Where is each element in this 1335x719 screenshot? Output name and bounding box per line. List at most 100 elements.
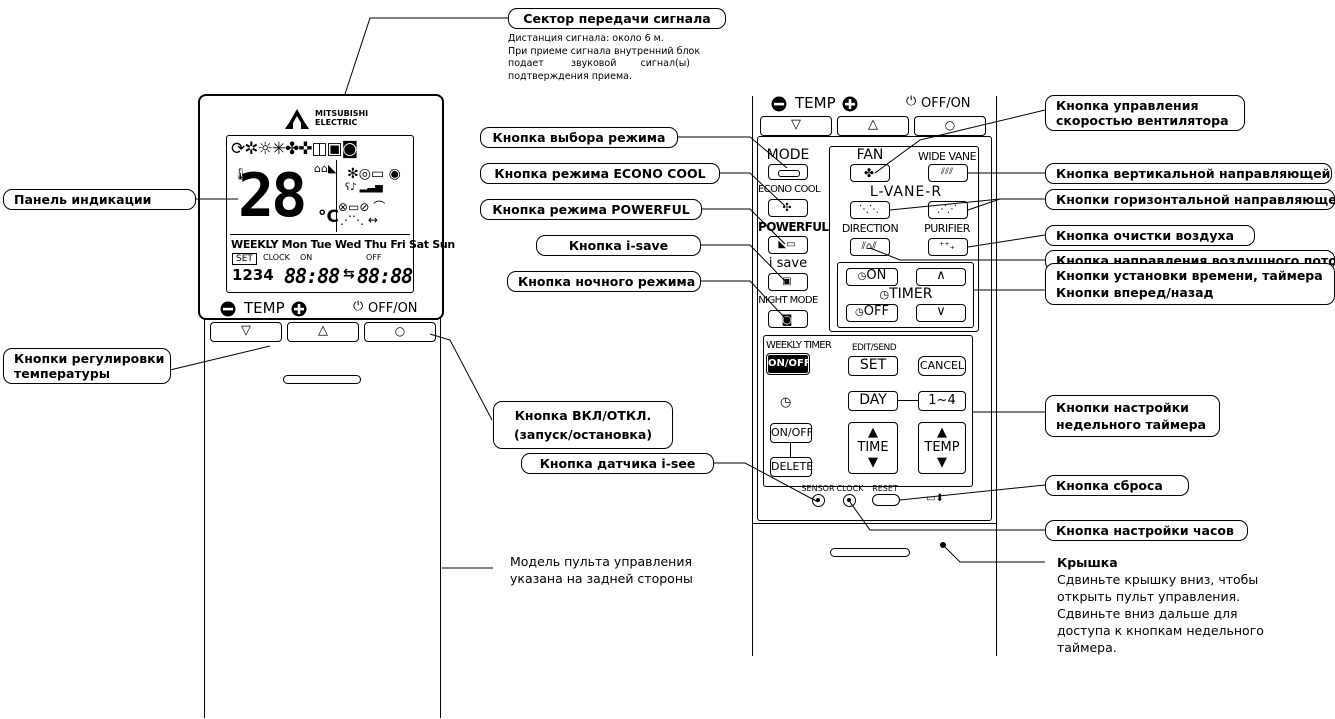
temp-up-button[interactable]: △ — [287, 322, 359, 342]
set-label: SET — [859, 357, 887, 373]
clock-button[interactable] — [843, 494, 856, 507]
wide-vane-icon: ⫽⫽⫽ — [940, 167, 954, 177]
weekly-onoff-button[interactable]: ON/OFF — [766, 353, 811, 375]
isave-label: i save — [768, 256, 808, 271]
temp-down-arrow-icon: ▼ — [937, 455, 947, 470]
timer-up-button[interactable]: ∧ — [916, 268, 966, 286]
callout-timer-line-2: Кнопки вперед/назад — [1056, 285, 1214, 300]
cover-note-line-4: доступа к кнопкам недельного — [1057, 623, 1264, 638]
mode-label: MODE — [766, 147, 810, 163]
lvane-label: L-VANE-R — [869, 184, 943, 200]
lvane-left-button[interactable]: ⋱⋱ — [850, 201, 890, 219]
callout-weekly-line-2: недельного таймера — [1056, 417, 1206, 432]
mode-bar-icon — [778, 170, 800, 177]
reset-button[interactable] — [872, 494, 900, 506]
right-temp-up-symbol: △ — [868, 117, 878, 132]
lvane-right-icon: ⋰⋰ — [937, 204, 957, 215]
range-button[interactable]: 1~4 — [918, 391, 966, 411]
temp-down-button[interactable]: ▽ — [210, 322, 282, 342]
model-note: Модель пульта управления указана на задн… — [510, 553, 693, 587]
econo-button[interactable]: ✣ — [768, 199, 808, 217]
right-minus-icon — [771, 96, 787, 112]
cover-note-line-1: Сдвиньте крышку вниз, чтобы — [1057, 572, 1259, 587]
right-remote-inner — [757, 136, 992, 521]
timer-on-label: ON — [866, 268, 887, 283]
right-remote-cover-edge — [752, 523, 997, 525]
right-temp-up-button[interactable]: △ — [837, 116, 909, 136]
lcd-temperature: 28 — [238, 161, 307, 231]
power-symbol-icon: ⏻ — [353, 299, 364, 314]
lcd-arrow: ⇆ — [343, 266, 355, 282]
temp-weekly-button[interactable]: ▲ TEMP ▼ — [918, 422, 966, 474]
timer-down-symbol: ∨ — [936, 304, 946, 319]
signal-note: Дистанция сигнала: около 6 м. При приеме… — [508, 33, 708, 83]
purifier-button[interactable]: ⁺⁺₊ — [928, 238, 968, 256]
fan-button[interactable]: ✤ — [850, 164, 890, 182]
cancel-label: CANCEL — [919, 359, 965, 372]
timer-off-button[interactable]: ◷OFF — [846, 304, 898, 322]
sensor-label: SENSOR — [801, 484, 835, 493]
wide-vane-button[interactable]: ⫽⫽⫽ — [928, 164, 968, 182]
thermometer-icon: 🌡︎ — [233, 167, 249, 181]
lcd-vane-icons-2: ⋰⋱ ↔ — [340, 213, 378, 227]
callout-clock: Кнопка настройки часов — [1045, 520, 1248, 541]
set-button[interactable]: SET — [848, 356, 898, 376]
weekly-clock-icon: ◷ — [780, 395, 792, 410]
mode-button[interactable] — [768, 164, 808, 180]
right-power-symbol-icon: ⏻ — [906, 94, 917, 109]
callout-isee: Кнопка датчика i-see — [521, 453, 714, 474]
fan-icon: ✤ — [863, 166, 875, 180]
fan-label: FAN — [856, 147, 884, 163]
temp-up-symbol: △ — [318, 323, 328, 338]
lcd-program-digits: 1234 — [232, 266, 274, 284]
callout-onoff-line-1: Кнопка ВКЛ/ОТКЛ. — [514, 408, 652, 423]
weekly-box — [763, 335, 973, 487]
lcd-house-icons: ⌂⌂◣ — [314, 162, 337, 175]
timer-label: TIMER — [889, 286, 933, 302]
direction-icon: ⫽⌂⫽ — [861, 241, 877, 252]
powerful-button[interactable]: ◣▭ — [768, 236, 808, 254]
time-down-arrow-icon: ▼ — [868, 455, 878, 470]
purifier-icon: ⁺⁺₊ — [939, 241, 955, 252]
timer-off-icon: ◷ — [855, 307, 864, 318]
callout-purifier: Кнопка очистки воздуха — [1045, 225, 1255, 246]
delete-button[interactable]: DELETE — [770, 457, 813, 477]
cancel-button[interactable]: CANCEL — [918, 356, 966, 376]
purifier-label: PURIFIER — [924, 222, 970, 235]
signal-note-line-1: Дистанция сигнала: около 6 м. — [508, 33, 664, 44]
lcd-divider-h — [230, 234, 410, 235]
sensor-button[interactable] — [812, 494, 825, 507]
power-button[interactable]: ○ — [364, 322, 436, 342]
timer-down-button[interactable]: ∨ — [916, 304, 966, 322]
right-power-button[interactable]: ○ — [914, 116, 986, 136]
day-button[interactable]: DAY — [848, 391, 898, 411]
weekly-small-onoff-button[interactable]: ON/OFF — [770, 423, 813, 443]
night-button[interactable]: ◙ — [768, 310, 808, 328]
clock-label: CLOCK — [836, 484, 864, 493]
model-note-line-1: Модель пульта управления — [510, 554, 692, 569]
time-up-arrow-icon: ▲ — [868, 425, 878, 440]
timer-on-button[interactable]: ◷ON — [846, 268, 898, 286]
right-temp-down-button[interactable]: ▽ — [760, 116, 832, 136]
onoff-delete-connector — [790, 443, 792, 457]
cover-note-line-2: открыть пульт управления. — [1057, 589, 1241, 604]
brand-text: MITSUBISHI ELECTRIC — [315, 109, 368, 127]
temp-down-symbol: ▽ — [241, 323, 251, 338]
weekly-timer-label: WEEKLY TIMER — [766, 340, 832, 351]
callout-night: Кнопка ночного режима — [507, 271, 701, 292]
signal-note-line-3: подает звуковой сигнал(ы) — [508, 58, 690, 69]
temp-up-arrow-icon: ▲ — [937, 425, 947, 440]
time-button[interactable]: ▲ TIME ▼ — [848, 422, 898, 474]
callout-timer-line-1: Кнопки установки времени, таймера — [1056, 268, 1323, 283]
timer-up-symbol: ∧ — [936, 268, 946, 283]
lcd-signal-icons: ʕ♪ ▂▃▅ — [345, 182, 383, 193]
callout-onoff-line-2: (запуск/остановка) — [513, 427, 653, 442]
lcd-days: WEEKLY Mon Tue Wed Thu Fri Sat Sun — [231, 238, 455, 251]
callout-isave: Кнопка i-save — [536, 235, 701, 256]
lcd-off-label: OFF — [366, 253, 382, 262]
econo-icon: ✣ — [782, 201, 792, 214]
night-icon: ◙ — [781, 313, 793, 326]
isave-button[interactable]: ▣ — [768, 273, 808, 291]
brand-line-2: ELECTRIC — [315, 118, 358, 127]
callout-temp-buttons-line-2: температуры — [14, 366, 111, 381]
